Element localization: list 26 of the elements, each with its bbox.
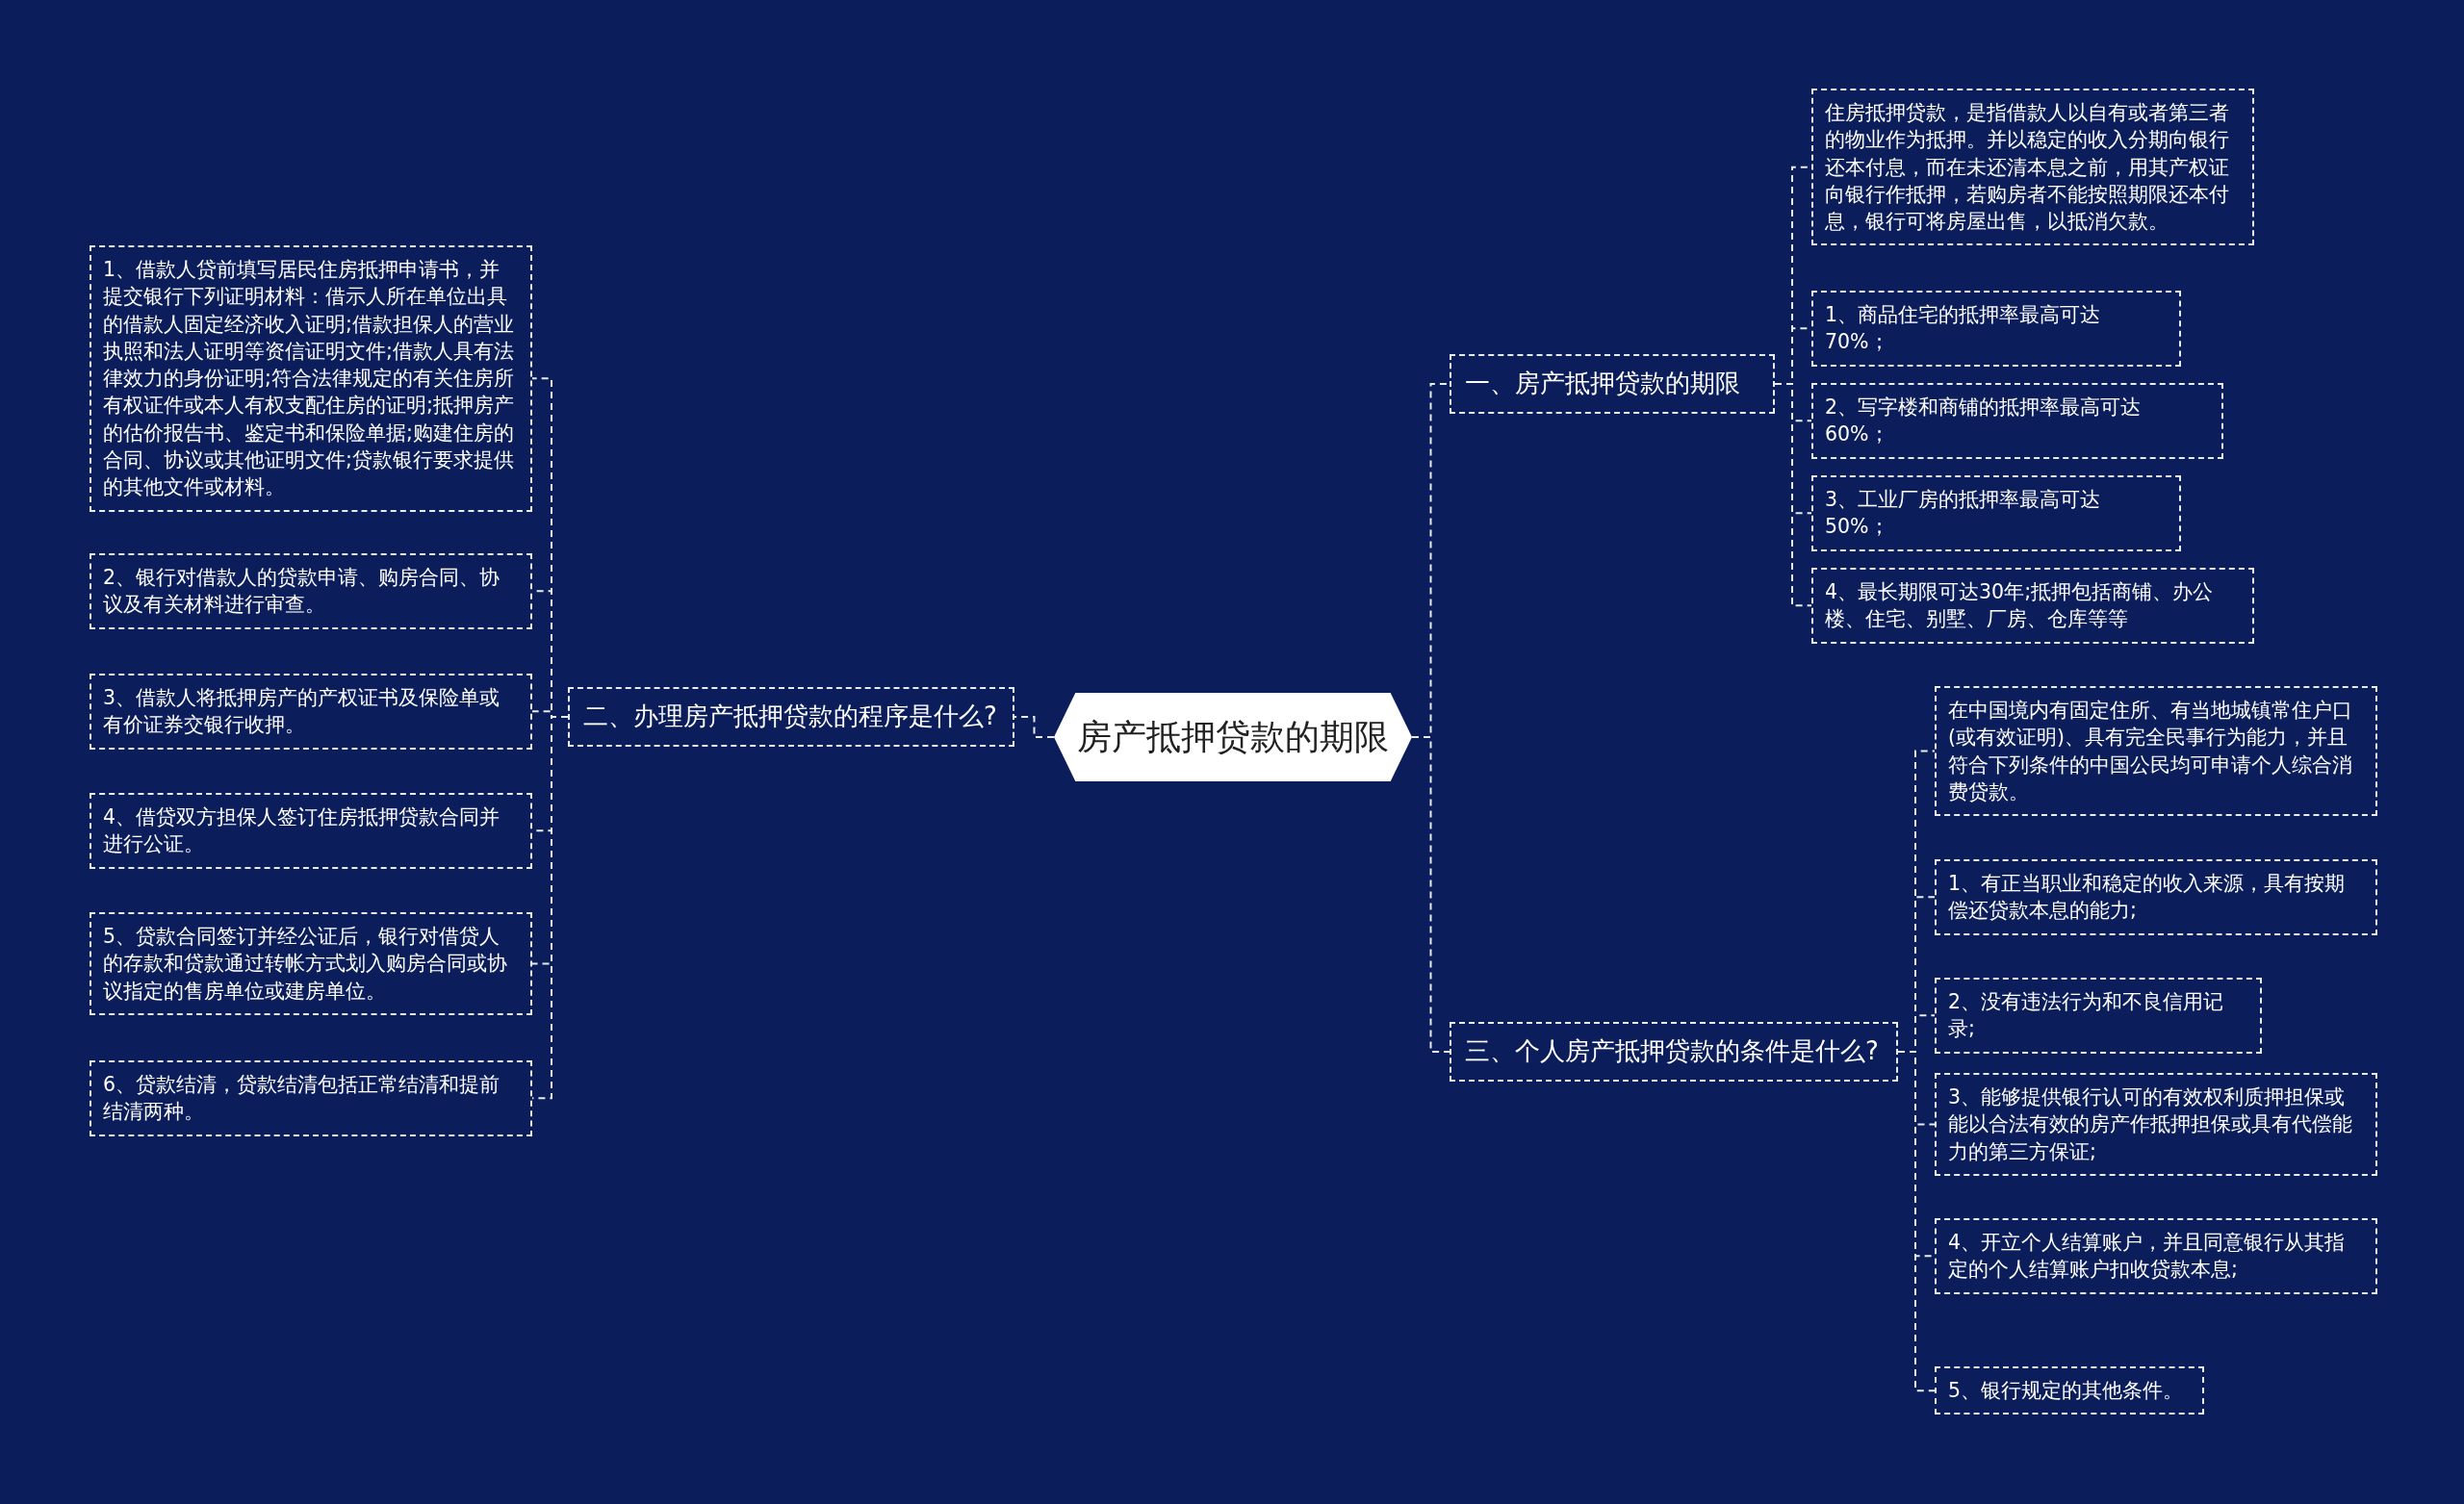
branch-topic-box: 一、房产抵押贷款的期限 bbox=[1450, 354, 1775, 414]
detail-box: 3、工业厂房的抵押率最高可达 50%； bbox=[1811, 475, 2181, 551]
connector-line bbox=[1411, 736, 1450, 1053]
detail-box: 4、最长期限可达30年;抵押包括商铺、办公楼、住宅、别墅、厂房、仓库等等 bbox=[1811, 568, 2254, 644]
connector-line bbox=[531, 715, 569, 1100]
connector-line bbox=[1774, 382, 1812, 607]
detail-box: 6、贷款结清，贷款结清包括正常结清和提前结清两种。 bbox=[90, 1060, 532, 1136]
detail-box: 1、商品住宅的抵押率最高可达 70%； bbox=[1811, 291, 2181, 367]
detail-box: 1、借款人贷前填写居民住房抵押申请书，并提交银行下列证明材料：借示人所在单位出具的借款人固定经济收入证明;借款担保人的营业执照和法人证明等资信证明文件;借款人具有法律效力的身份证明;符合法律规定的有关住房所有权证件或本人有权支配住房的证明;抵押房产的估价报告书、鉴定书和保险单据;购建住房的合同、协议或其他证明文件;贷款银行要求提供的其他文件或材料。 bbox=[90, 245, 532, 512]
branch-topic-box: 二、办理房产抵押贷款的程序是什么? bbox=[568, 687, 1014, 747]
detail-box: 3、借款人将抵押房产的产权证书及保险单或有价证券交银行收押。 bbox=[90, 674, 532, 750]
detail-box: 2、银行对借款人的贷款申请、购房合同、协议及有关材料进行审查。 bbox=[90, 553, 532, 629]
detail-box: 住房抵押贷款，是指借款人以自有或者第三者的物业作为抵押。并以稳定的收入分期向银行还本付息，而在未还清本息之前，用其产权证向银行作抵押，若购房者不能按照期限还本付息，银行可将房屋出售，以抵消欠款。 bbox=[1811, 89, 2254, 246]
detail-box: 5、贷款合同签订并经公证后，银行对借贷人的存款和贷款通过转帐方式划入购房合同或协议指定的售房单位或建房单位。 bbox=[90, 912, 532, 1015]
detail-box: 2、写字楼和商铺的抵押率最高可达 60%； bbox=[1811, 383, 2223, 459]
detail-box: 在中国境内有固定住所、有当地城镇常住户口(或有效证明)、具有完全民事行为能力，并且符合下列条件的中国公民均可申请个人综合消费贷款。 bbox=[1935, 686, 2377, 817]
detail-box: 2、没有违法行为和不良信用记录; bbox=[1935, 978, 2262, 1054]
detail-box: 4、开立个人结算账户，并且同意银行从其指定的个人结算账户扣收贷款本息; bbox=[1935, 1218, 2377, 1294]
detail-box: 4、借贷双方担保人签订住房抵押贷款合同并进行公证。 bbox=[90, 793, 532, 869]
detail-box: 3、能够提供银行认可的有效权利质押担保或能以合法有效的房产作抵押担保或具有代偿能力的第三方保证; bbox=[1935, 1073, 2377, 1176]
connector-line bbox=[1014, 715, 1055, 738]
detail-box: 5、银行规定的其他条件。 bbox=[1935, 1366, 2204, 1415]
branch-topic-box: 三、个人房产抵押贷款的条件是什么? bbox=[1450, 1022, 1898, 1082]
detail-box: 1、有正当职业和稳定的收入来源，具有按期偿还贷款本息的能力; bbox=[1935, 859, 2377, 935]
connector-line bbox=[1897, 1050, 1936, 1392]
central-topic-hexagon: 房产抵押贷款的期限 bbox=[1054, 693, 1412, 781]
